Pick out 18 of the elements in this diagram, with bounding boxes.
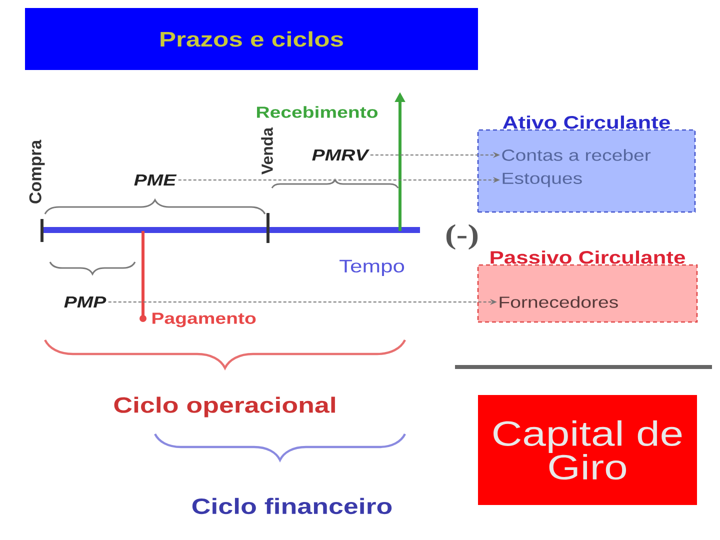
item-text: Contas a receber: [502, 149, 651, 161]
box-heading: Ativo Circulante: [502, 116, 670, 129]
period-label: PMP: [64, 296, 106, 308]
item-text: Fornecedores: [500, 296, 618, 308]
tick-label: Compra: [29, 140, 45, 204]
axis-label: Tempo: [340, 260, 404, 276]
box-heading: Passivo Circulante: [490, 250, 685, 264]
brace-label: Ciclo financeiro: [192, 498, 392, 514]
period-label: PMRV: [312, 150, 370, 160]
operator-sign: (-): [446, 224, 478, 250]
result-box: Capital de Giro: [478, 395, 697, 505]
event-label: Recebimento: [257, 106, 378, 118]
period-label: PME: [134, 174, 177, 186]
event-label: Pagamento: [152, 312, 256, 328]
item-text: Estoques: [502, 172, 582, 188]
brace-label: Ciclo operacional: [114, 396, 335, 418]
tick-label: Venda: [261, 127, 273, 174]
title-band: Prazos e ciclos: [25, 8, 478, 70]
